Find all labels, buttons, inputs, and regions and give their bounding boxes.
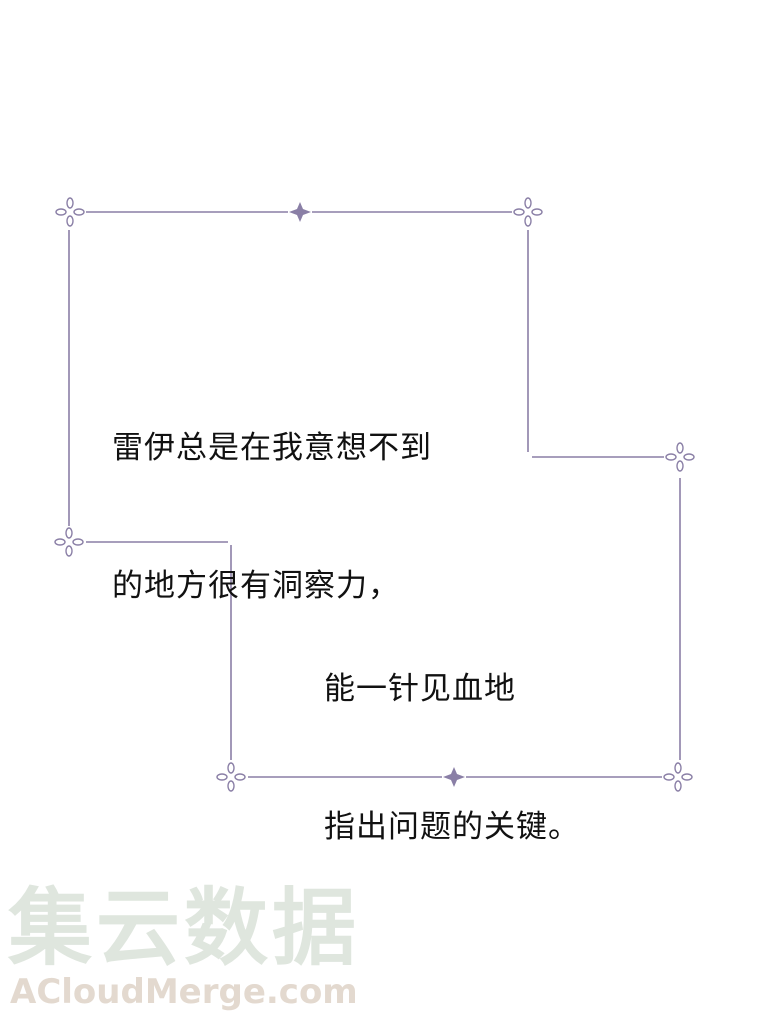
caption-block-key-point: 能一针见血地 指出问题的关键。 bbox=[324, 574, 580, 896]
clover-ornament-icon bbox=[54, 527, 84, 557]
star-ornament-icon bbox=[443, 767, 465, 787]
clover-ornament-icon bbox=[663, 762, 693, 792]
clover-ornament-icon bbox=[55, 197, 85, 227]
caption-block-insight: 雷伊总是在我意想不到 的地方很有洞察力， bbox=[112, 333, 432, 655]
star-ornament-icon bbox=[289, 202, 311, 222]
caption-line: 的地方很有洞察力， bbox=[112, 568, 400, 604]
watermark-latin: ACloudMerge.com bbox=[10, 972, 358, 1012]
watermark-chinese: 集云数据 bbox=[8, 879, 361, 977]
caption-line: 指出问题的关键。 bbox=[324, 809, 580, 845]
clover-ornament-icon bbox=[216, 762, 246, 792]
clover-ornaments bbox=[54, 197, 695, 792]
caption-line: 雷伊总是在我意想不到 bbox=[112, 430, 432, 466]
frame-lines bbox=[68, 211, 681, 778]
clover-ornament-icon bbox=[513, 197, 543, 227]
caption-line: 能一针见血地 bbox=[324, 671, 516, 707]
star-ornaments bbox=[289, 202, 465, 787]
clover-ornament-icon bbox=[665, 442, 695, 472]
